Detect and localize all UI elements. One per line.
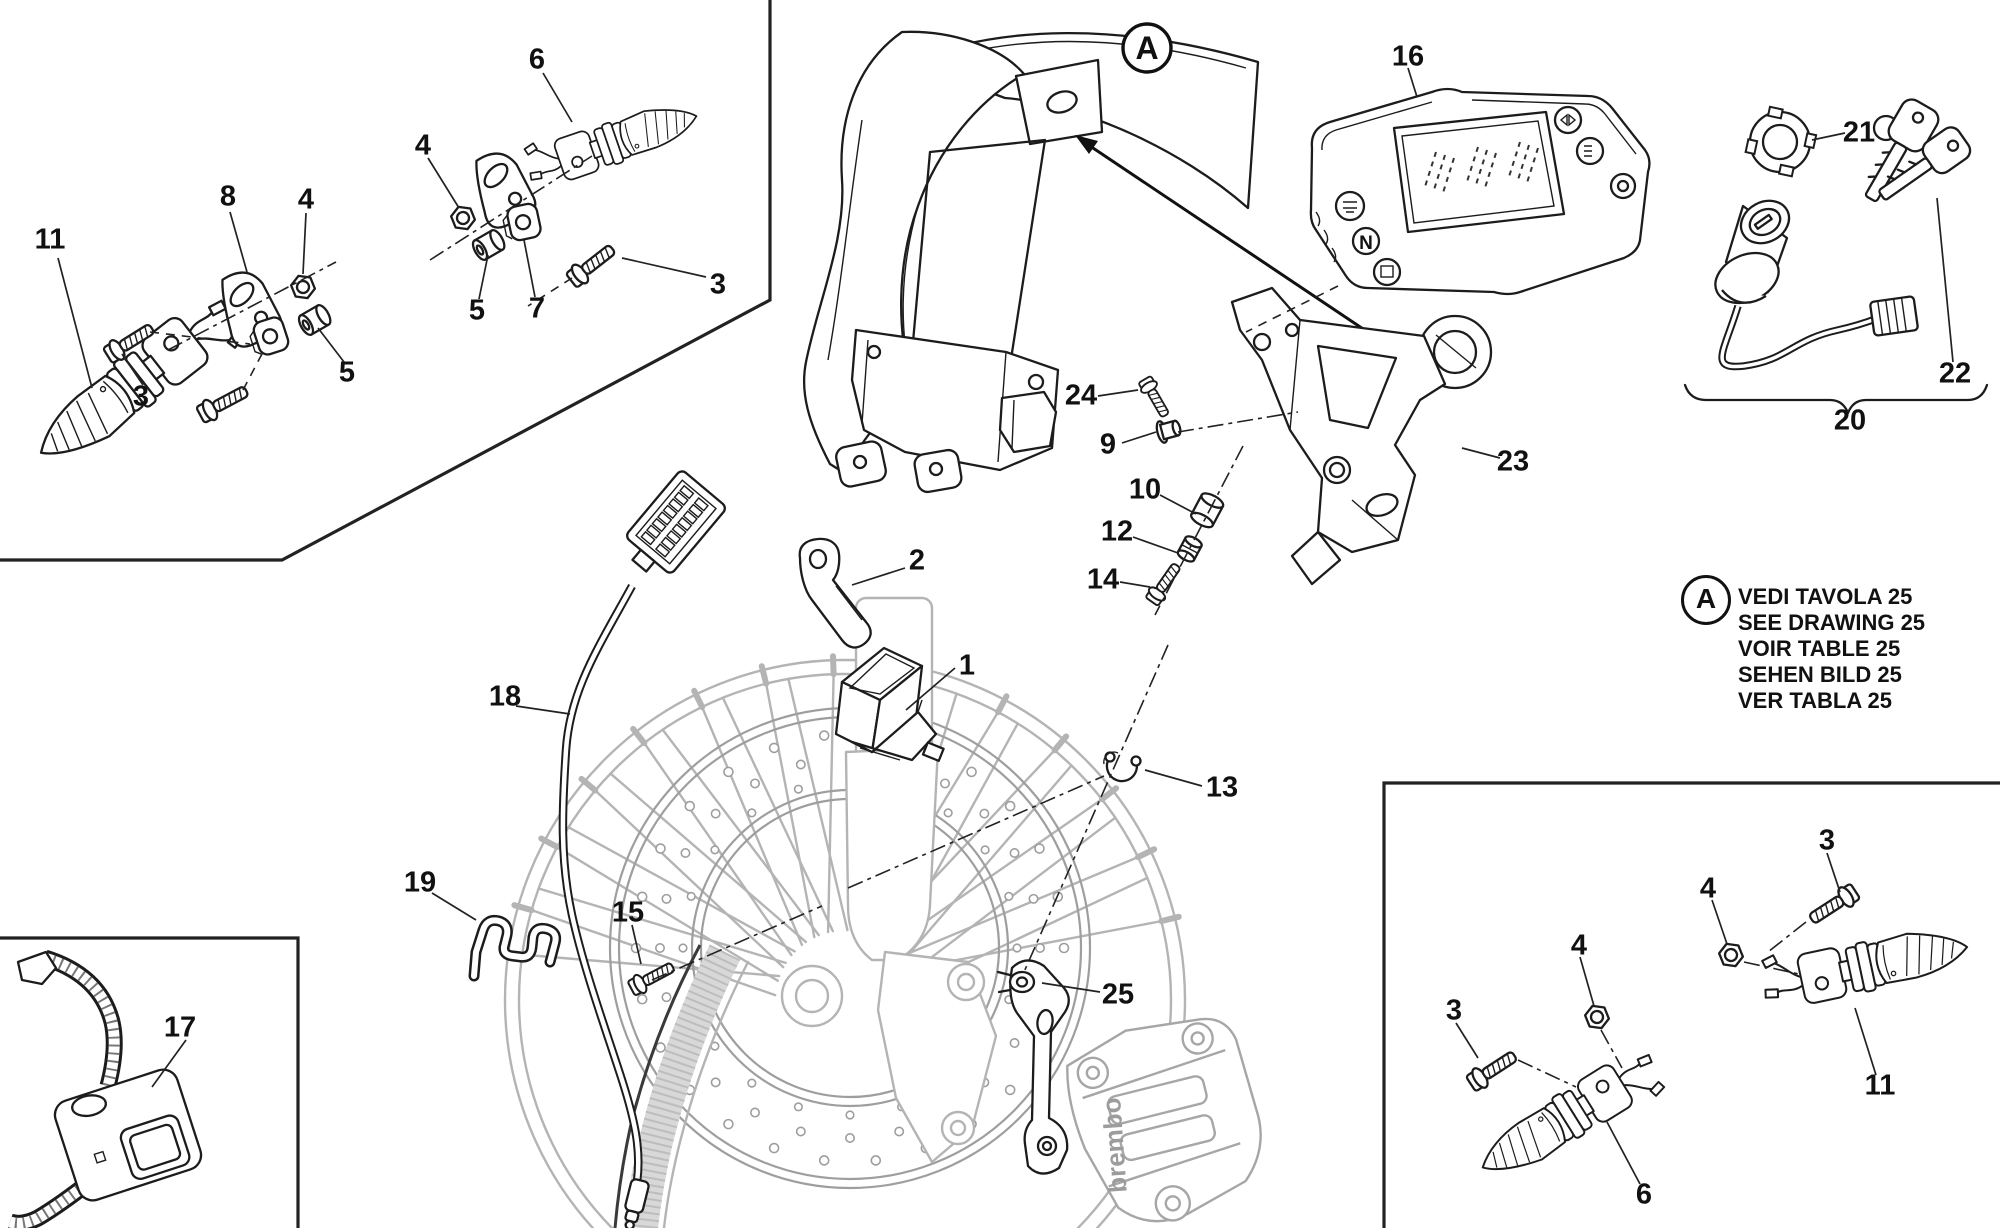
turn-signal-6-left — [519, 89, 704, 194]
cable-connector — [626, 470, 726, 574]
callout-19-27: 19 — [403, 866, 437, 899]
callout-9-16: 9 — [1099, 428, 1117, 461]
callout-22-30: 22 — [1938, 357, 1972, 390]
callout-7-14: 7 — [528, 292, 546, 325]
nut-4-right — [448, 204, 478, 232]
callout-2-1: 2 — [908, 544, 926, 577]
ignition-switch-20 — [1714, 199, 1919, 371]
callout-13-21: 13 — [1205, 771, 1239, 804]
screw-3-right — [563, 238, 621, 291]
leader-lines — [57, 67, 1954, 1185]
callout-17-25: 17 — [163, 1011, 197, 1044]
assembly-axes — [149, 155, 1807, 1088]
section-border-bottom-left — [0, 936, 300, 1228]
bushing-12 — [1176, 535, 1203, 563]
callout-25-33: 25 — [1101, 978, 1135, 1011]
callout-6-13: 6 — [1635, 1178, 1653, 1211]
keys-22 — [1864, 98, 1972, 203]
screw-24 — [1136, 374, 1174, 421]
callout-4-6: 4 — [297, 183, 315, 216]
callout-10-17: 10 — [1128, 473, 1162, 506]
callout-3-5: 3 — [1818, 824, 1836, 857]
callout-4-9: 4 — [1699, 872, 1717, 905]
ref-marker-a-top: A — [1121, 22, 1173, 74]
note-line-it: VEDI TAVOLA 25 — [1738, 584, 1913, 609]
callout-20-28: 20 — [1833, 404, 1867, 437]
ring-nut-21 — [1744, 105, 1818, 178]
circlip-13 — [1103, 751, 1142, 783]
nut-4-bottom-left — [1582, 1003, 1612, 1031]
callout-5-10: 5 — [338, 356, 356, 389]
note-line-es: VER TABLA 25 — [1738, 688, 1893, 713]
callout-14-22: 14 — [1086, 563, 1120, 596]
note-line-en: SEE DRAWING 25 — [1738, 610, 1926, 635]
callout-3-2: 3 — [132, 380, 150, 413]
cable-clip-19 — [468, 914, 562, 982]
callout-21-29: 21 — [1842, 116, 1876, 149]
reference-note: VEDI TAVOLA 25 SEE DRAWING 25 VOIR TABLE… — [1738, 584, 1925, 714]
ref-marker-a-note: A — [1681, 575, 1731, 625]
note-line-fr: VOIR TABLE 25 — [1738, 636, 1901, 661]
neutral-indicator-label: N — [1359, 233, 1373, 254]
callout-5-11: 5 — [468, 294, 486, 327]
nut-4-bottom-right — [1716, 941, 1746, 969]
callout-4-7: 4 — [414, 129, 432, 162]
brake-caliper: brembo — [1066, 1017, 1262, 1223]
svg-text:A: A — [1135, 30, 1158, 66]
grommet-9 — [1153, 415, 1184, 445]
callout-3-3: 3 — [709, 268, 727, 301]
screw-3-center — [193, 379, 253, 427]
callout-4-8: 4 — [1570, 929, 1588, 962]
callout-23-31: 23 — [1496, 445, 1530, 478]
section-border-top-left — [0, 0, 772, 562]
headlight-fairing — [802, 30, 1260, 494]
screw-14 — [1143, 559, 1186, 608]
instrument-panel-16: N — [1309, 87, 1651, 296]
sensor-17 — [8, 949, 203, 1228]
callout-11-18: 11 — [34, 223, 66, 256]
screw-3-bottom-left — [1463, 1045, 1522, 1095]
front-fork-leg — [780, 596, 998, 1164]
callout-15-23: 15 — [611, 896, 645, 929]
spacer-5-right — [469, 226, 509, 264]
callout-1-0: 1 — [958, 649, 976, 682]
screw-3-bottom-right — [1804, 880, 1863, 930]
callout-18-26: 18 — [488, 680, 522, 713]
callout-3-4: 3 — [1445, 994, 1463, 1027]
section-border-bottom-right — [1382, 781, 2000, 1228]
callout-24-32: 24 — [1064, 379, 1098, 412]
callout-6-12: 6 — [528, 43, 546, 76]
callout-12-20: 12 — [1100, 515, 1134, 548]
cup-10 — [1189, 492, 1225, 529]
sensor-cable-18 — [558, 470, 726, 1228]
callout-11-19: 11 — [1864, 1069, 1896, 1102]
relay-bracket-2 — [798, 537, 872, 649]
group-20-brace — [1683, 383, 1989, 415]
spacer-5-left — [295, 301, 335, 339]
callout-8-15: 8 — [219, 180, 237, 213]
note-line-de: SEHEN BILD 25 — [1738, 662, 1902, 687]
turn-signal-11-bottom — [1756, 914, 1973, 1014]
caliper-brand-text: brembo — [1096, 1097, 1133, 1194]
flasher-relay-1 — [834, 646, 945, 763]
callout-16-24: 16 — [1391, 40, 1425, 73]
instrument-bracket-23 — [1230, 286, 1493, 586]
sensor-bracket-25 — [996, 959, 1070, 1175]
